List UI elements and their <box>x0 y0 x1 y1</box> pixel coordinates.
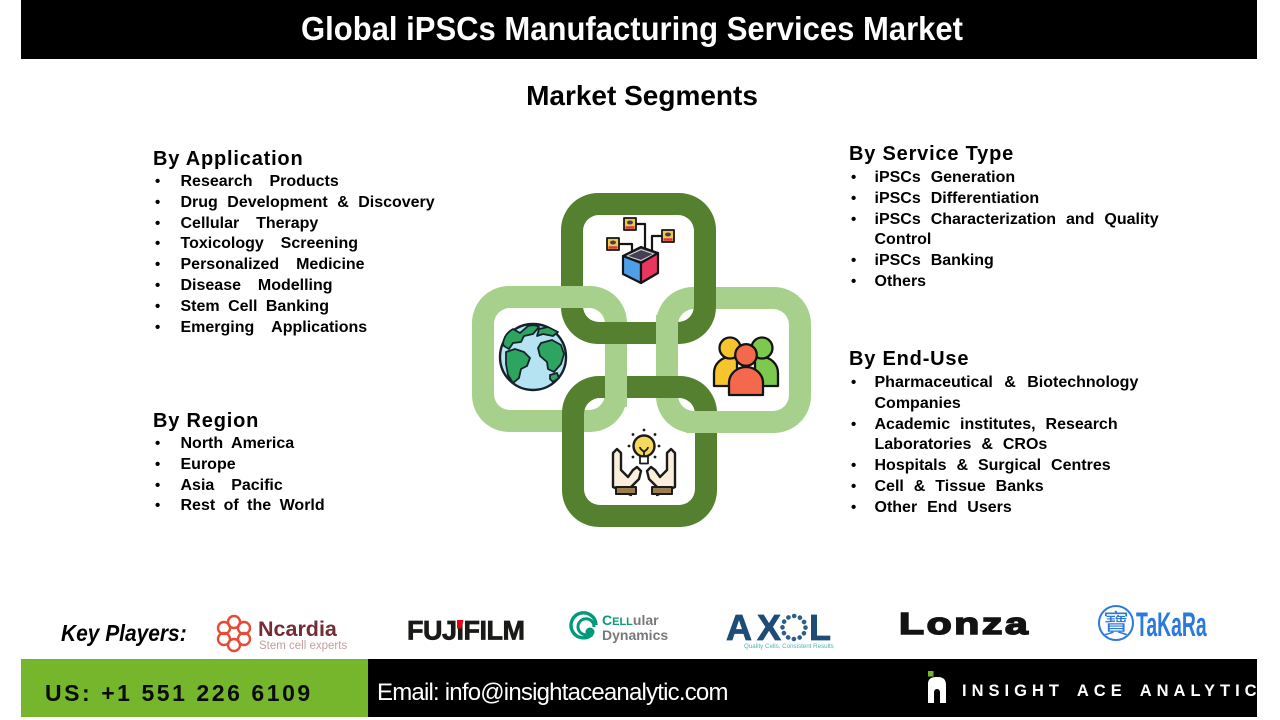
svg-text:Ncardia: Ncardia <box>258 617 338 641</box>
svg-text:Lonza: Lonza <box>899 606 1030 641</box>
svg-text:TaKaRa: TaKaRa <box>1136 605 1207 643</box>
svg-text:CELLular: CELLular <box>602 612 659 628</box>
svg-text:FUJIFILM: FUJIFILM <box>407 616 525 646</box>
svg-text:L: L <box>809 607 831 648</box>
svg-text:AX: AX <box>726 607 786 648</box>
svg-text:Dynamics: Dynamics <box>602 627 668 643</box>
svg-text:寶: 寶 <box>1103 609 1129 639</box>
svg-text:Quality Cells, Consistent Resu: Quality Cells, Consistent Results <box>744 643 834 650</box>
svg-text:Stem cell experts: Stem cell experts <box>259 640 347 652</box>
